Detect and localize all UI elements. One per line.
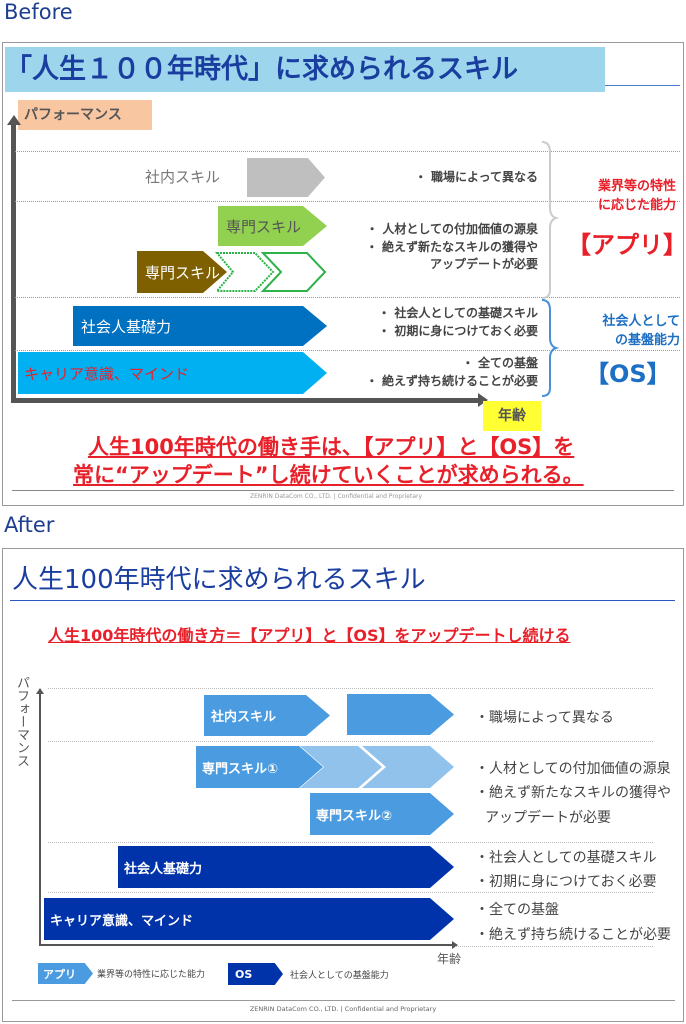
bullet: ・絶えず持ち続けることが必要 (475, 927, 671, 943)
skill-basic-label: 社会人基礎力 (124, 861, 203, 877)
x-axis-label: 年齢 (437, 952, 462, 966)
skill-career-label: キャリア意識、マインド (24, 364, 190, 383)
after-subtitle: 人生100年時代の働き方＝【アプリ】と【OS】をアップデートし続ける (48, 626, 571, 645)
x-axis (39, 944, 453, 946)
footer: ZENRIN DataCom CO., LTD. | Confidential … (249, 1005, 437, 1013)
y-axis-arrowhead (36, 688, 44, 694)
bullet: ・初期に身につけておく必要 (475, 874, 657, 890)
divider (455, 946, 653, 947)
after-title: 人生100年時代に求められるスキル (12, 565, 426, 595)
title-rule (605, 85, 680, 86)
skill-basic-label: 社会人基礎力 (81, 317, 172, 336)
after-label: After (4, 513, 55, 537)
bullet: ・職場によって異なる (475, 710, 614, 726)
divider (48, 688, 653, 689)
bullet: アップデートが必要 (485, 810, 611, 826)
footer: ZENRIN DataCom CO., LTD. | Confidential … (250, 493, 423, 500)
bullet: ・絶えず新たなスキルの獲得や (475, 785, 671, 801)
skill-internal-label: 社内スキル (145, 168, 221, 186)
skill-career-arrow: キャリア意識、マインド (44, 898, 454, 940)
message-line2: 常に“アップデート”し続けていくことが求められる。 (73, 463, 584, 487)
skill-internal-arrow-2 (347, 694, 454, 735)
before-slide (2, 42, 684, 506)
divider (15, 297, 680, 298)
legend-app-tag-label: アプリ (43, 967, 76, 981)
bullet: ・人材としての付加価値の源泉 (475, 761, 671, 777)
skill-special-arrow: 専門スキル (218, 206, 327, 246)
x-axis (11, 398, 479, 403)
divider (15, 350, 680, 351)
footer-rule (12, 1000, 675, 1001)
skill-career-arrow: キャリア意識、マインド (18, 352, 327, 394)
x-axis-arrowhead (452, 941, 458, 949)
os-line2: の基盤能力 (614, 333, 680, 348)
skill-special-old-label: 専門スキル (145, 263, 221, 282)
legend-os-text: 社会人としての基盤能力 (290, 971, 389, 981)
y-axis-label: パフォーマンス (14, 676, 29, 767)
y-axis (39, 692, 41, 946)
skill-special-label: 専門スキル (226, 217, 302, 236)
y-axis-arrowhead (7, 115, 21, 125)
bullet: アップデートが必要 (429, 257, 538, 271)
app-tag: 【アプリ】 (567, 231, 686, 259)
legend-app-tag: アプリ (38, 963, 93, 984)
skill-internal-arrow (247, 158, 325, 197)
skill-internal-label: 社内スキル (211, 710, 277, 725)
legend-os-tag: OS (228, 963, 283, 985)
outlined-chevrons (215, 252, 327, 292)
os-group-label: 社会人としての基盤能力 (580, 312, 680, 350)
y-axis (11, 122, 16, 402)
legend-app-text: 業界等の特性に応じた能力 (97, 970, 206, 980)
skill-basic-arrow: 社会人基礎力 (73, 306, 327, 346)
bullet-list: ・ 人材としての付加価値の源泉・ 絶えず新たなスキルの獲得やアップデートが必要 (366, 221, 538, 274)
bullet: ・社会人としての基礎スキル (475, 850, 657, 866)
divider (48, 842, 653, 843)
divider (15, 151, 680, 152)
os-tag: 【OS】 (585, 360, 671, 388)
app-line1: 業界等の特性 (597, 179, 676, 194)
legend-os-tag-label: OS (235, 967, 253, 981)
bullet: ・ 職場によって異なる (414, 170, 538, 184)
skill-basic-arrow: 社会人基礎力 (118, 846, 454, 888)
skill-career-label: キャリア意識、マインド (50, 913, 194, 929)
footer-rule (12, 490, 674, 491)
bullet-list: ・ 社会人としての基礎スキル・ 初期に身につけておく必要 (378, 305, 538, 340)
divider (48, 741, 653, 742)
brace-icons (541, 141, 560, 397)
before-title: 「人生１００年時代」に求められるスキル (5, 47, 605, 92)
skill-special1-label: 専門スキル① (202, 761, 279, 777)
bullet: ・ 全ての基盤 (461, 356, 538, 370)
skill-internal-arrow: 社内スキル (204, 695, 330, 736)
app-line2: に応じた能力 (597, 198, 676, 213)
app-group-label: 業界等の特性に応じた能力 (580, 177, 676, 215)
bullet: ・ 人材としての付加価値の源泉 (366, 222, 538, 236)
skill-special1-arrow: 専門スキル① (196, 746, 323, 788)
bullet: ・ 初期に身につけておく必要 (378, 323, 538, 338)
before-label: Before (4, 0, 73, 24)
os-line1: 社会人として (602, 314, 680, 329)
skill-special2-label: 専門スキル② (316, 808, 393, 824)
message-line1: 人生100年時代の働き手は、【アプリ】と【OS】を (88, 435, 575, 459)
bullet: ・全ての基盤 (475, 902, 559, 918)
bullet: ・ 絶えず持ち続けることが必要 (365, 374, 538, 388)
divider (48, 892, 653, 893)
bullet: ・ 絶えず新たなスキルの獲得や (365, 239, 538, 254)
bullet-list: ・ 全ての基盤・ 絶えず持ち続けることが必要 (366, 354, 538, 390)
divider (15, 201, 680, 202)
bullet: ・ 社会人としての基礎スキル (378, 306, 538, 320)
title-rule (10, 600, 675, 601)
y-axis-label: パフォーマンス (18, 100, 152, 130)
x-axis-arrowhead (478, 393, 488, 407)
skill-special2-arrow: 専門スキル② (310, 793, 454, 835)
after-slide (2, 548, 684, 1022)
x-axis-label: 年齢 (483, 401, 541, 431)
